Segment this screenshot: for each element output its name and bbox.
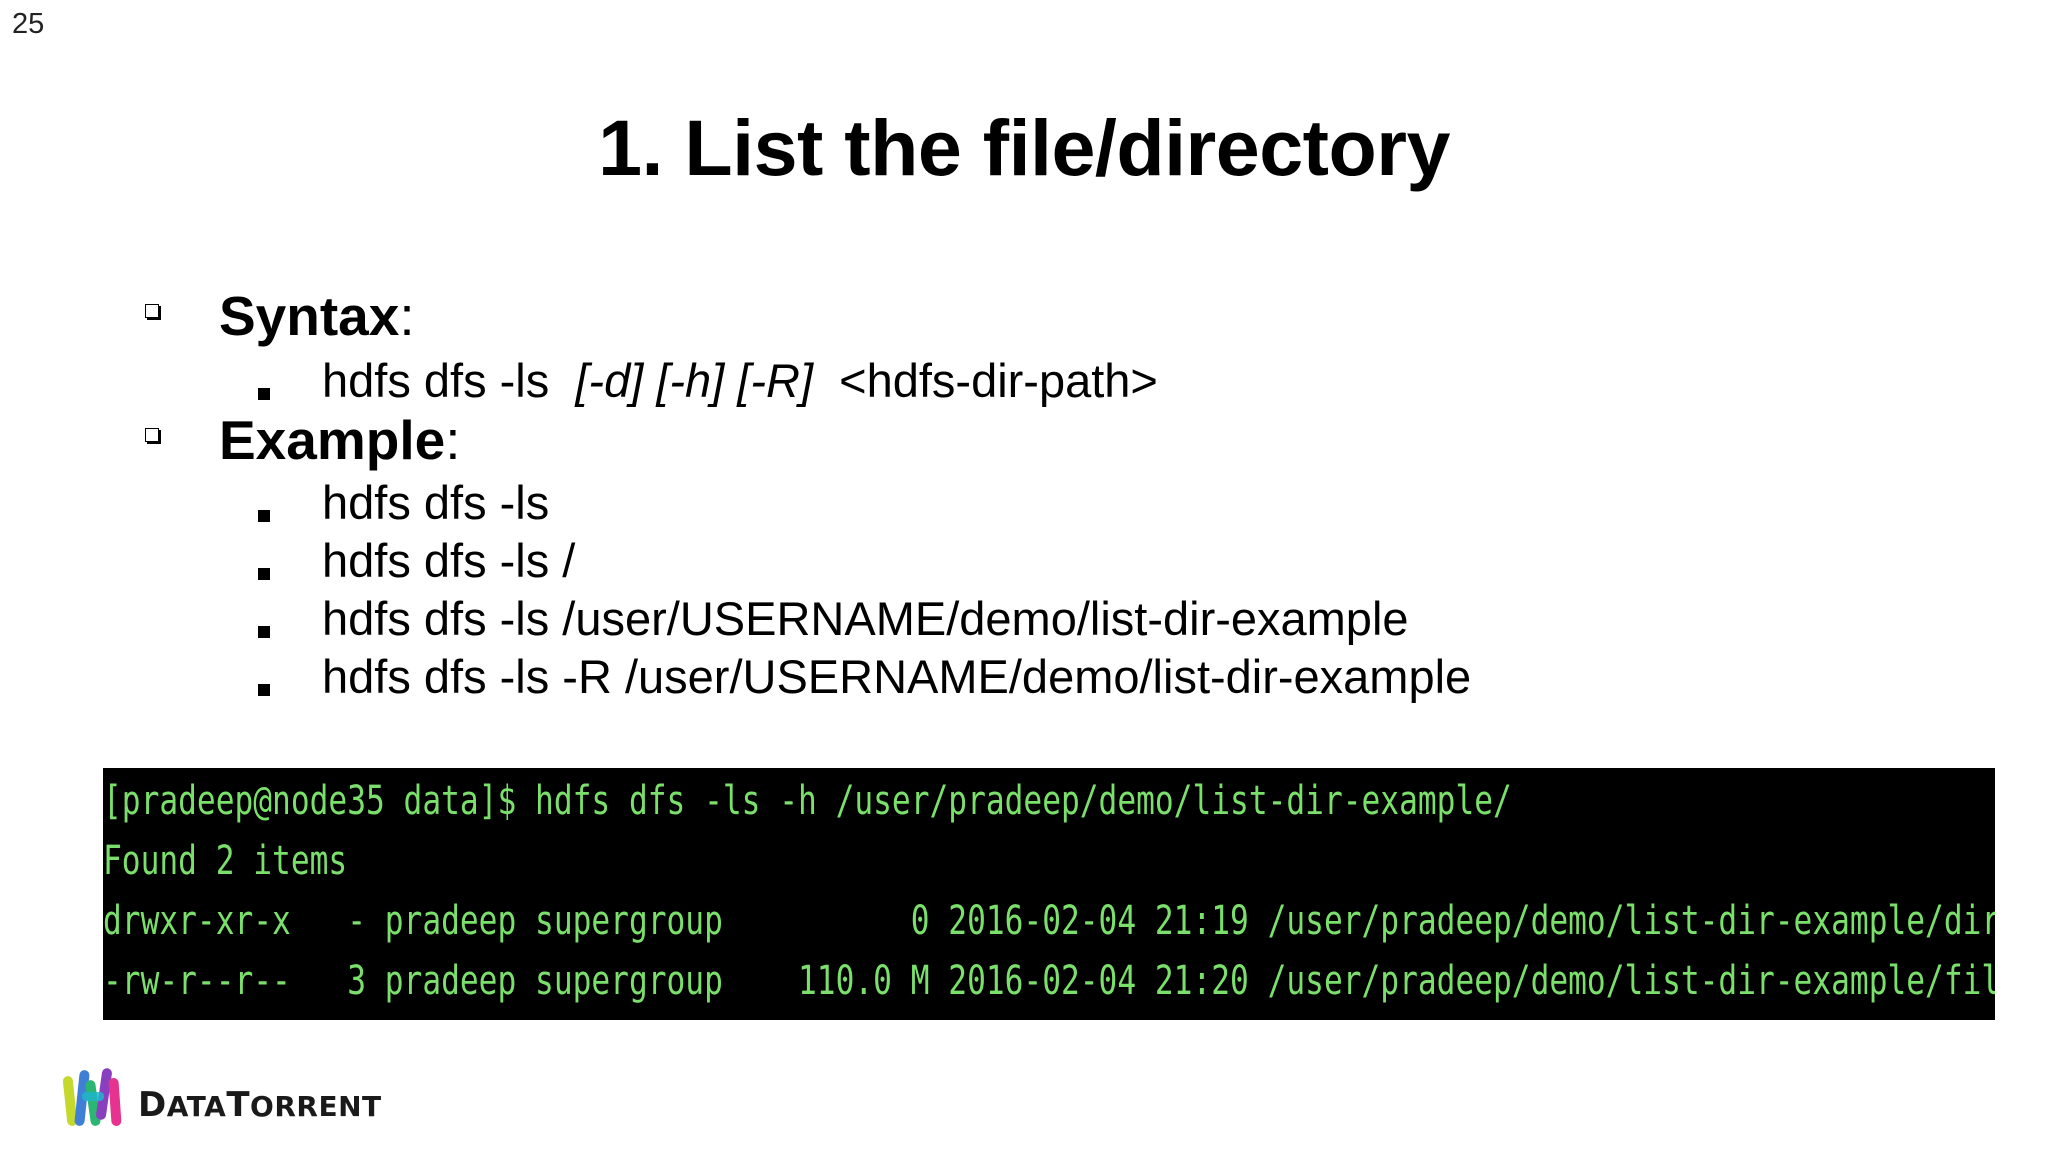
slide-title: 1. List the file/directory [598, 103, 1450, 192]
terminal-line: drwxr-xr-x - pradeep supergroup 0 2016-0… [103, 898, 1995, 944]
square-bullet-icon [258, 568, 270, 580]
terminal-line: -rw-r--r-- 3 pradeep supergroup 110.0 M … [103, 958, 1995, 1004]
hollow-square-bullet-icon [145, 304, 159, 318]
syntax-heading: Syntax: [219, 285, 415, 347]
datatorrent-logo-icon [62, 1068, 122, 1126]
square-bullet-icon [258, 510, 270, 522]
datatorrent-wordmark: DATATORRENT [138, 1085, 382, 1125]
example-item-text: hdfs dfs -ls / [322, 534, 576, 587]
terminal-line: Found 2 items [103, 838, 348, 884]
syntax-command: hdfs dfs -ls [-d] [-h] [-R] <hdfs-dir-pa… [322, 354, 1158, 407]
terminal-line: [pradeep@node35 data]$ hdfs dfs -ls -h /… [103, 778, 1512, 824]
square-bullet-icon [258, 684, 270, 696]
example-item-text: hdfs dfs -ls /user/USERNAME/demo/list-di… [322, 592, 1409, 645]
datatorrent-logo: DATATORRENT [62, 1068, 422, 1134]
square-bullet-icon [258, 626, 270, 638]
terminal-screenshot: [pradeep@node35 data]$ hdfs dfs -ls -h /… [103, 768, 1995, 1020]
hollow-square-bullet-icon [145, 428, 159, 442]
example-heading: Example: [219, 409, 461, 471]
example-item-text: hdfs dfs -ls -R /user/USERNAME/demo/list… [322, 650, 1472, 703]
page-number: 25 [12, 8, 45, 40]
square-bullet-icon [258, 388, 270, 400]
example-item-text: hdfs dfs -ls [322, 476, 550, 529]
